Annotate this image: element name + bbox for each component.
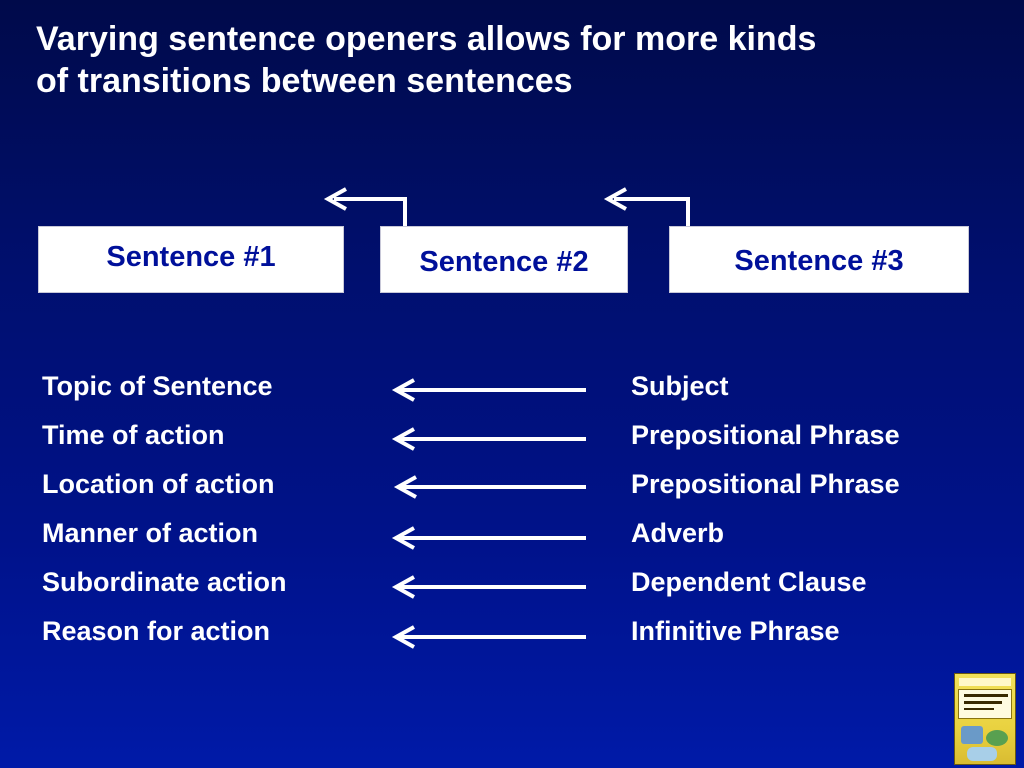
book-cover-picture bbox=[967, 747, 997, 761]
sentence-box-1-label: Sentence #1 bbox=[106, 241, 276, 273]
connector-arrow-3-to-2 bbox=[614, 197, 690, 226]
row-arrow-2 bbox=[391, 427, 586, 451]
row-1-form: Subject bbox=[631, 371, 729, 401]
sentence-box-2: Sentence #2 bbox=[380, 226, 628, 293]
book-cover-band bbox=[959, 678, 1011, 686]
row-arrow-5 bbox=[391, 575, 586, 599]
row-3-form: Prepositional Phrase bbox=[631, 469, 900, 499]
row-4-function: Manner of action bbox=[42, 518, 259, 548]
row-5-function: Subordinate action bbox=[42, 567, 287, 597]
book-cover-icon bbox=[954, 673, 1016, 765]
book-cover-picture bbox=[961, 726, 983, 744]
row-arrow-1 bbox=[391, 378, 586, 402]
row-arrow-6 bbox=[391, 625, 586, 649]
connector-arrowhead-2-to-1 bbox=[323, 187, 347, 211]
connector-arrowhead-3-to-2 bbox=[603, 187, 627, 211]
sentence-box-1: Sentence #1 bbox=[38, 226, 344, 293]
row-4-form: Adverb bbox=[631, 518, 725, 548]
book-cover-title-box bbox=[958, 689, 1012, 719]
book-cover-picture bbox=[986, 730, 1008, 746]
row-6-form: Infinitive Phrase bbox=[631, 616, 840, 646]
row-arrow-4 bbox=[391, 526, 586, 550]
sentence-box-2-label: Sentence #2 bbox=[419, 246, 589, 278]
row-2-function: Time of action bbox=[42, 420, 225, 450]
row-2-form: Prepositional Phrase bbox=[631, 420, 900, 450]
slide-title-line-1: Varying sentence openers allows for more… bbox=[36, 20, 817, 58]
sentence-box-3: Sentence #3 bbox=[669, 226, 969, 293]
row-5-form: Dependent Clause bbox=[631, 567, 867, 597]
row-1-function: Topic of Sentence bbox=[42, 371, 273, 401]
slide-title: Varying sentence openers allows for more… bbox=[36, 18, 996, 102]
slide-title-line-2: of transitions between sentences bbox=[36, 62, 573, 100]
row-3-function: Location of action bbox=[42, 469, 275, 499]
sentence-box-3-label: Sentence #3 bbox=[734, 245, 904, 277]
row-arrow-3 bbox=[393, 475, 586, 499]
connector-arrow-2-to-1 bbox=[334, 197, 407, 226]
row-6-function: Reason for action bbox=[42, 616, 271, 646]
